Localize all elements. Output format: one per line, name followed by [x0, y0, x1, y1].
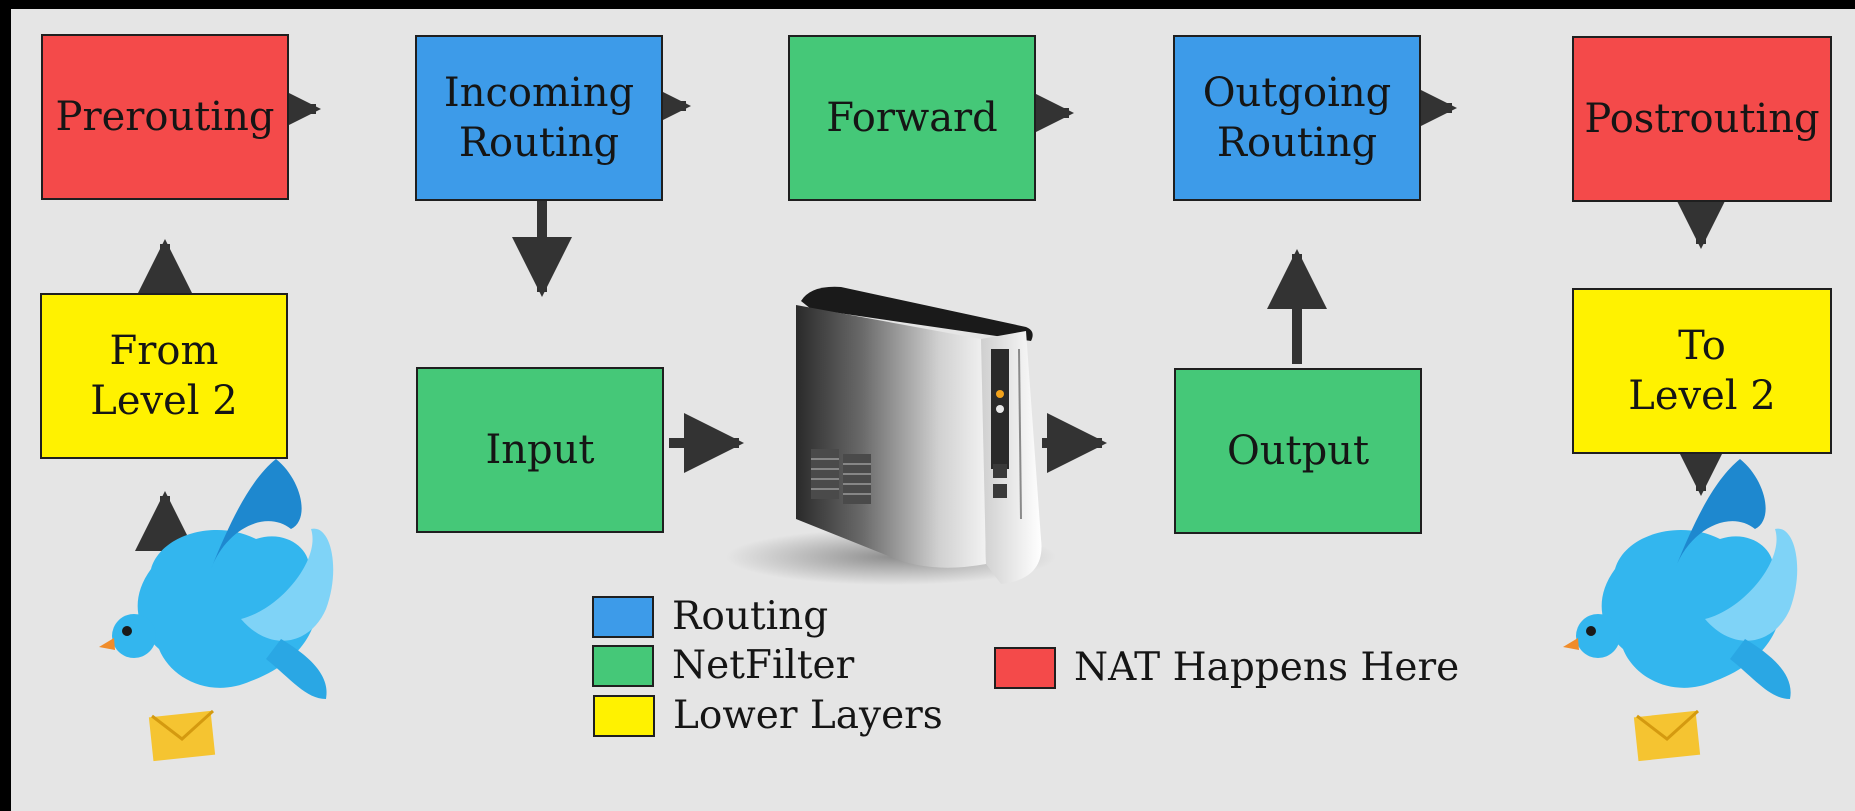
forward-label: Forward: [826, 95, 998, 141]
to-level2-label: To Level 2: [1628, 323, 1776, 419]
prerouting-box: Prerouting: [41, 34, 289, 200]
bird-with-envelope-icon: [99, 459, 334, 762]
diagram-canvas: Prerouting Incoming Routing Forward Outg…: [11, 9, 1855, 811]
legend-swatch-netfilter: [592, 644, 654, 687]
input-box: Input: [416, 367, 664, 533]
legend-item-lower-layers: Lower Layers: [593, 693, 943, 738]
legend-label-nat: NAT Happens Here: [1074, 645, 1460, 690]
from-level2-box: From Level 2: [40, 293, 288, 459]
server-icon: [726, 286, 1056, 585]
legend-item-nat: NAT Happens Here: [994, 645, 1459, 690]
legend-swatch-lower-layers: [593, 694, 655, 737]
legend-label-routing: Routing: [672, 594, 829, 639]
illustrations: [99, 286, 1798, 762]
output-label: Output: [1226, 428, 1370, 474]
flow-arrows: [135, 76, 1731, 551]
legend-label-lower-layers: Lower Layers: [673, 693, 943, 738]
legend-swatch-nat: [994, 646, 1056, 689]
postrouting-label: Postrouting: [1584, 96, 1820, 142]
legend-swatch-routing: [592, 595, 654, 638]
input-label: Input: [485, 427, 595, 473]
bird-with-envelope-icon: [1563, 459, 1798, 762]
legend-label-netfilter: NetFilter: [672, 643, 855, 688]
outgoing-routing-label: Outgoing Routing: [1202, 70, 1392, 166]
output-box: Output: [1174, 368, 1422, 534]
from-level2-label: From Level 2: [90, 328, 238, 424]
incoming-routing-label: Incoming Routing: [443, 70, 635, 166]
legend-item-netfilter: NetFilter: [592, 643, 854, 688]
to-level2-box: To Level 2: [1572, 288, 1832, 454]
prerouting-label: Prerouting: [55, 94, 275, 140]
forward-box: Forward: [788, 35, 1036, 201]
outgoing-routing-box: Outgoing Routing: [1173, 35, 1421, 201]
incoming-routing-box: Incoming Routing: [415, 35, 663, 201]
legend-item-routing: Routing: [592, 594, 828, 639]
postrouting-box: Postrouting: [1572, 36, 1832, 202]
